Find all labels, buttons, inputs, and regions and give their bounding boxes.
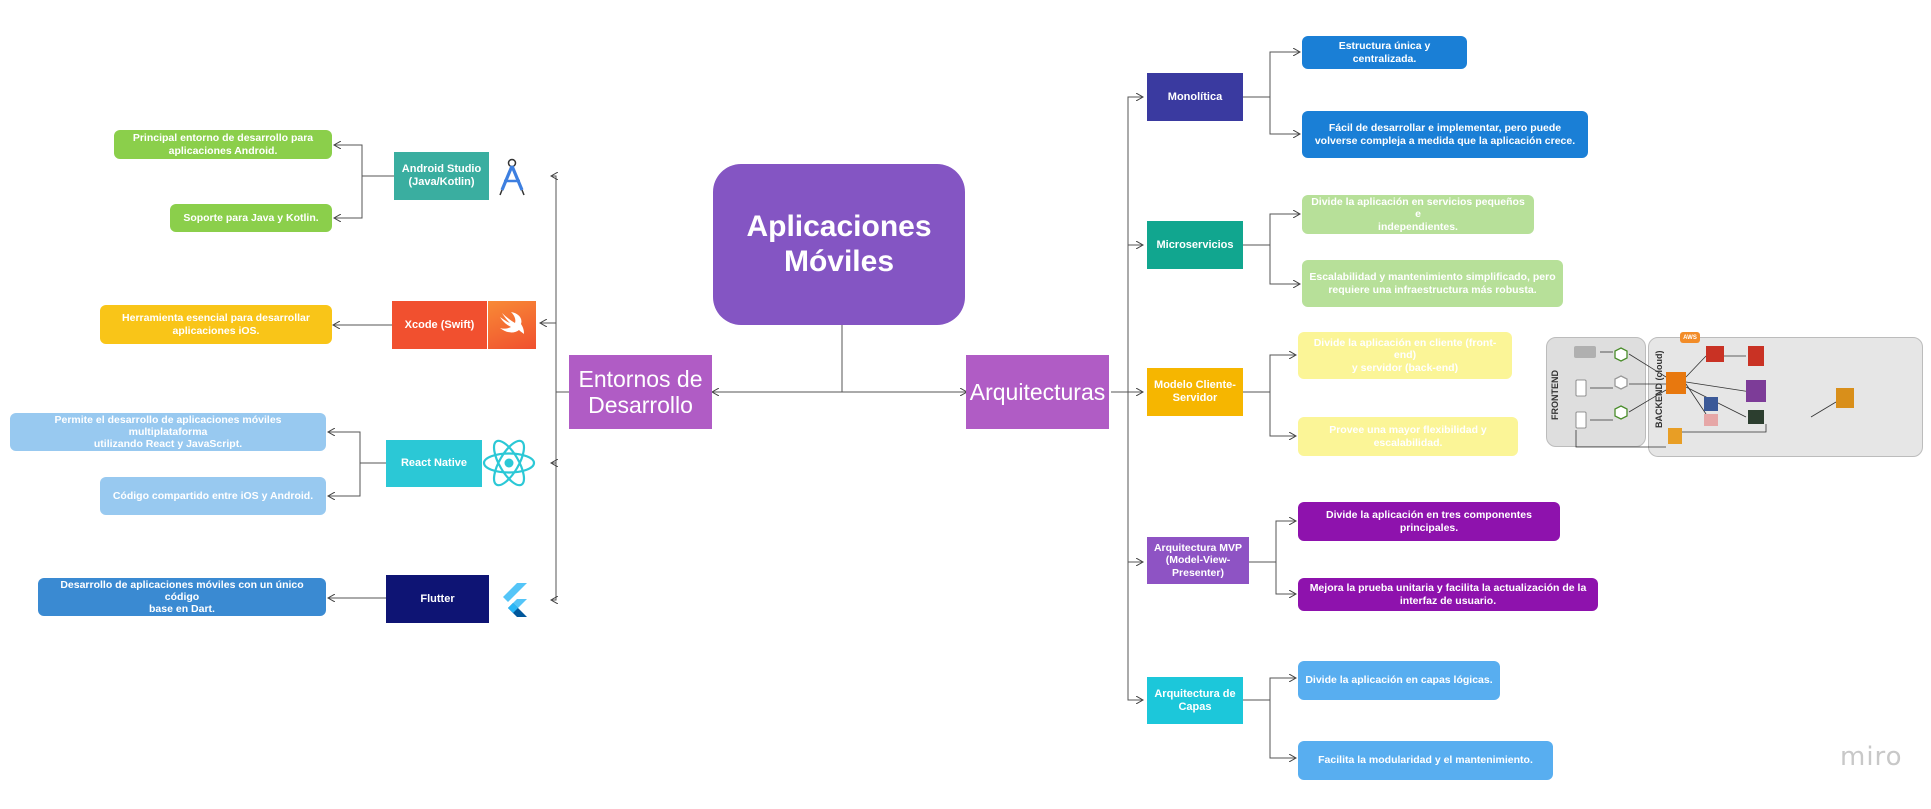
- micro-detail-1[interactable]: Divide la aplicación en servicios pequeñ…: [1302, 195, 1534, 234]
- flutter-label: Flutter: [420, 592, 455, 605]
- cliente-detail-1-line2: y servidor (back-end): [1351, 361, 1459, 374]
- react-detail-1[interactable]: Permite el desarrollo de aplicaciones mó…: [10, 413, 326, 451]
- android-detail-2[interactable]: Soporte para Java y Kotlin.: [170, 204, 332, 232]
- mvp-line3: Presenter): [1172, 566, 1224, 579]
- mvp-detail-2-line1: Mejora la prueba unitaria y facilita la …: [1309, 582, 1587, 595]
- capas-node[interactable]: Arquitectura de Capas: [1147, 677, 1243, 724]
- monolitica-detail-2-line1: Fácil de desarrollar e implementar, pero…: [1328, 122, 1562, 135]
- capas-line1: Arquitectura de: [1154, 687, 1236, 700]
- mvp-detail-1[interactable]: Divide la aplicación en tres componentes…: [1298, 502, 1560, 541]
- figure-drawing: [1574, 346, 1854, 448]
- backend-panel: [1648, 337, 1923, 457]
- central-title-line1: Aplicaciones: [746, 210, 932, 243]
- microservicios-label: Microservicios: [1156, 238, 1234, 251]
- xcode-detail-1[interactable]: Herramienta esencial para desarrollar ap…: [100, 305, 332, 344]
- cliente-detail-1-line1: Divide la aplicación en cliente (front-e…: [1313, 337, 1497, 362]
- capas-line2: Capas: [1178, 700, 1212, 713]
- monolitica-label: Monolítica: [1167, 90, 1223, 103]
- topic-entornos-line1: Entornos de: [578, 365, 703, 392]
- micro-detail-1-line1: Divide la aplicación en servicios pequeñ…: [1311, 196, 1525, 221]
- aws-badge: AWS: [1680, 332, 1700, 343]
- mvp-line1: Arquitectura MVP: [1153, 542, 1243, 555]
- react-native-node[interactable]: React Native: [386, 440, 482, 487]
- capas-detail-1-line1: Divide la aplicación en capas lógicas.: [1305, 674, 1493, 687]
- topic-entornos-line2: Desarrollo: [588, 392, 693, 418]
- microservicios-node[interactable]: Microservicios: [1147, 221, 1243, 269]
- mvp-node[interactable]: Arquitectura MVP (Model-View- Presenter): [1147, 537, 1249, 584]
- flutter-detail-1-line2: base en Dart.: [149, 603, 215, 616]
- micro-detail-1-line2: independientes.: [1378, 220, 1458, 233]
- android-detail-1-line2: aplicaciones Android.: [168, 144, 278, 157]
- cliente-servidor-node[interactable]: Modelo Cliente- Servidor: [1147, 368, 1243, 416]
- xcode-node[interactable]: Xcode (Swift): [392, 301, 487, 349]
- micro-detail-2[interactable]: Escalabilidad y mantenimiento simplifica…: [1302, 260, 1563, 307]
- react-detail-1-line1: Permite el desarrollo de aplicaciones mó…: [54, 413, 282, 438]
- android-detail-2-line1: Soporte para Java y Kotlin.: [183, 211, 319, 224]
- react-detail-2[interactable]: Código compartido entre iOS y Android.: [100, 477, 326, 515]
- mvp-detail-1-line2: principales.: [1399, 521, 1459, 534]
- monolitica-detail-1[interactable]: Estructura única y centralizada.: [1302, 36, 1467, 69]
- monolitica-detail-2-line2: volverse compleja a medida que la aplica…: [1314, 134, 1576, 147]
- topic-arquitecturas-label: Arquitecturas: [969, 378, 1106, 405]
- android-studio-line2: (Java/Kotlin): [408, 176, 475, 188]
- cliente-detail-1[interactable]: Divide la aplicación en cliente (front-e…: [1298, 332, 1512, 379]
- react-detail-2-line1: Código compartido entre iOS y Android.: [112, 489, 314, 502]
- android-studio-line1: Android Studio: [401, 163, 482, 176]
- android-studio-icon: [492, 156, 532, 198]
- topic-entornos[interactable]: Entornos de Desarrollo: [569, 355, 712, 429]
- micro-detail-2-line1: Escalabilidad y mantenimiento simplifica…: [1309, 271, 1556, 284]
- cliente-detail-2[interactable]: Provee una mayor flexibilidad y escalabi…: [1298, 417, 1518, 456]
- central-topic[interactable]: Aplicaciones Móviles: [713, 164, 965, 325]
- swift-icon: [488, 301, 536, 349]
- xcode-detail-1-line1: Herramienta esencial para desarrollar: [122, 312, 310, 325]
- capas-detail-1[interactable]: Divide la aplicación en capas lógicas.: [1298, 661, 1500, 700]
- cliente-detail-2-line1: Provee una mayor flexibilidad y: [1329, 424, 1487, 437]
- capas-detail-2[interactable]: Facilita la modularidad y el mantenimien…: [1298, 741, 1553, 780]
- android-detail-1-line1: Principal entorno de desarrollo para: [132, 132, 314, 145]
- xcode-label: Xcode (Swift): [404, 318, 475, 331]
- mvp-detail-2[interactable]: Mejora la prueba unitaria y facilita la …: [1298, 578, 1598, 611]
- flutter-detail-1-line1: Desarrollo de aplicaciones móviles con u…: [60, 578, 304, 603]
- react-icon: [481, 437, 537, 489]
- android-detail-1[interactable]: Principal entorno de desarrollo para apl…: [114, 130, 332, 159]
- miro-watermark: miro: [1840, 742, 1903, 772]
- client-server-figure: FRONTEND BACKEND (cloud) AWS: [1546, 332, 1924, 457]
- topic-arquitecturas[interactable]: Arquitecturas: [966, 355, 1109, 429]
- mvp-line2: (Model-View-: [1165, 554, 1231, 567]
- monolitica-detail-2[interactable]: Fácil de desarrollar e implementar, pero…: [1302, 111, 1588, 158]
- xcode-detail-1-line2: aplicaciones iOS.: [172, 324, 260, 337]
- flutter-detail-1[interactable]: Desarrollo de aplicaciones móviles con u…: [38, 578, 326, 616]
- mvp-detail-1-line1: Divide la aplicación en tres componentes: [1326, 509, 1532, 522]
- mvp-detail-2-line2: interfaz de usuario.: [1399, 594, 1497, 607]
- cliente-detail-2-line2: escalabilidad.: [1373, 436, 1443, 449]
- flutter-node[interactable]: Flutter: [386, 575, 489, 623]
- central-title-line2: Móviles: [783, 244, 895, 278]
- react-native-label: React Native: [400, 457, 468, 470]
- android-studio-node[interactable]: Android Studio (Java/Kotlin): [394, 152, 489, 200]
- monolitica-detail-1-line1: Estructura única y centralizada.: [1338, 40, 1431, 65]
- cliente-servidor-line1: Modelo Cliente-: [1154, 379, 1236, 392]
- capas-detail-2-line1: Facilita la modularidad y el mantenimien…: [1318, 754, 1533, 767]
- flutter-icon: [495, 580, 533, 620]
- micro-detail-2-line2: requiere una infraestructura más robusta…: [1328, 283, 1537, 296]
- react-detail-1-line2: utilizando React y JavaScript.: [93, 438, 243, 451]
- cliente-servidor-line2: Servidor: [1172, 392, 1218, 404]
- monolitica-node[interactable]: Monolítica: [1147, 73, 1243, 121]
